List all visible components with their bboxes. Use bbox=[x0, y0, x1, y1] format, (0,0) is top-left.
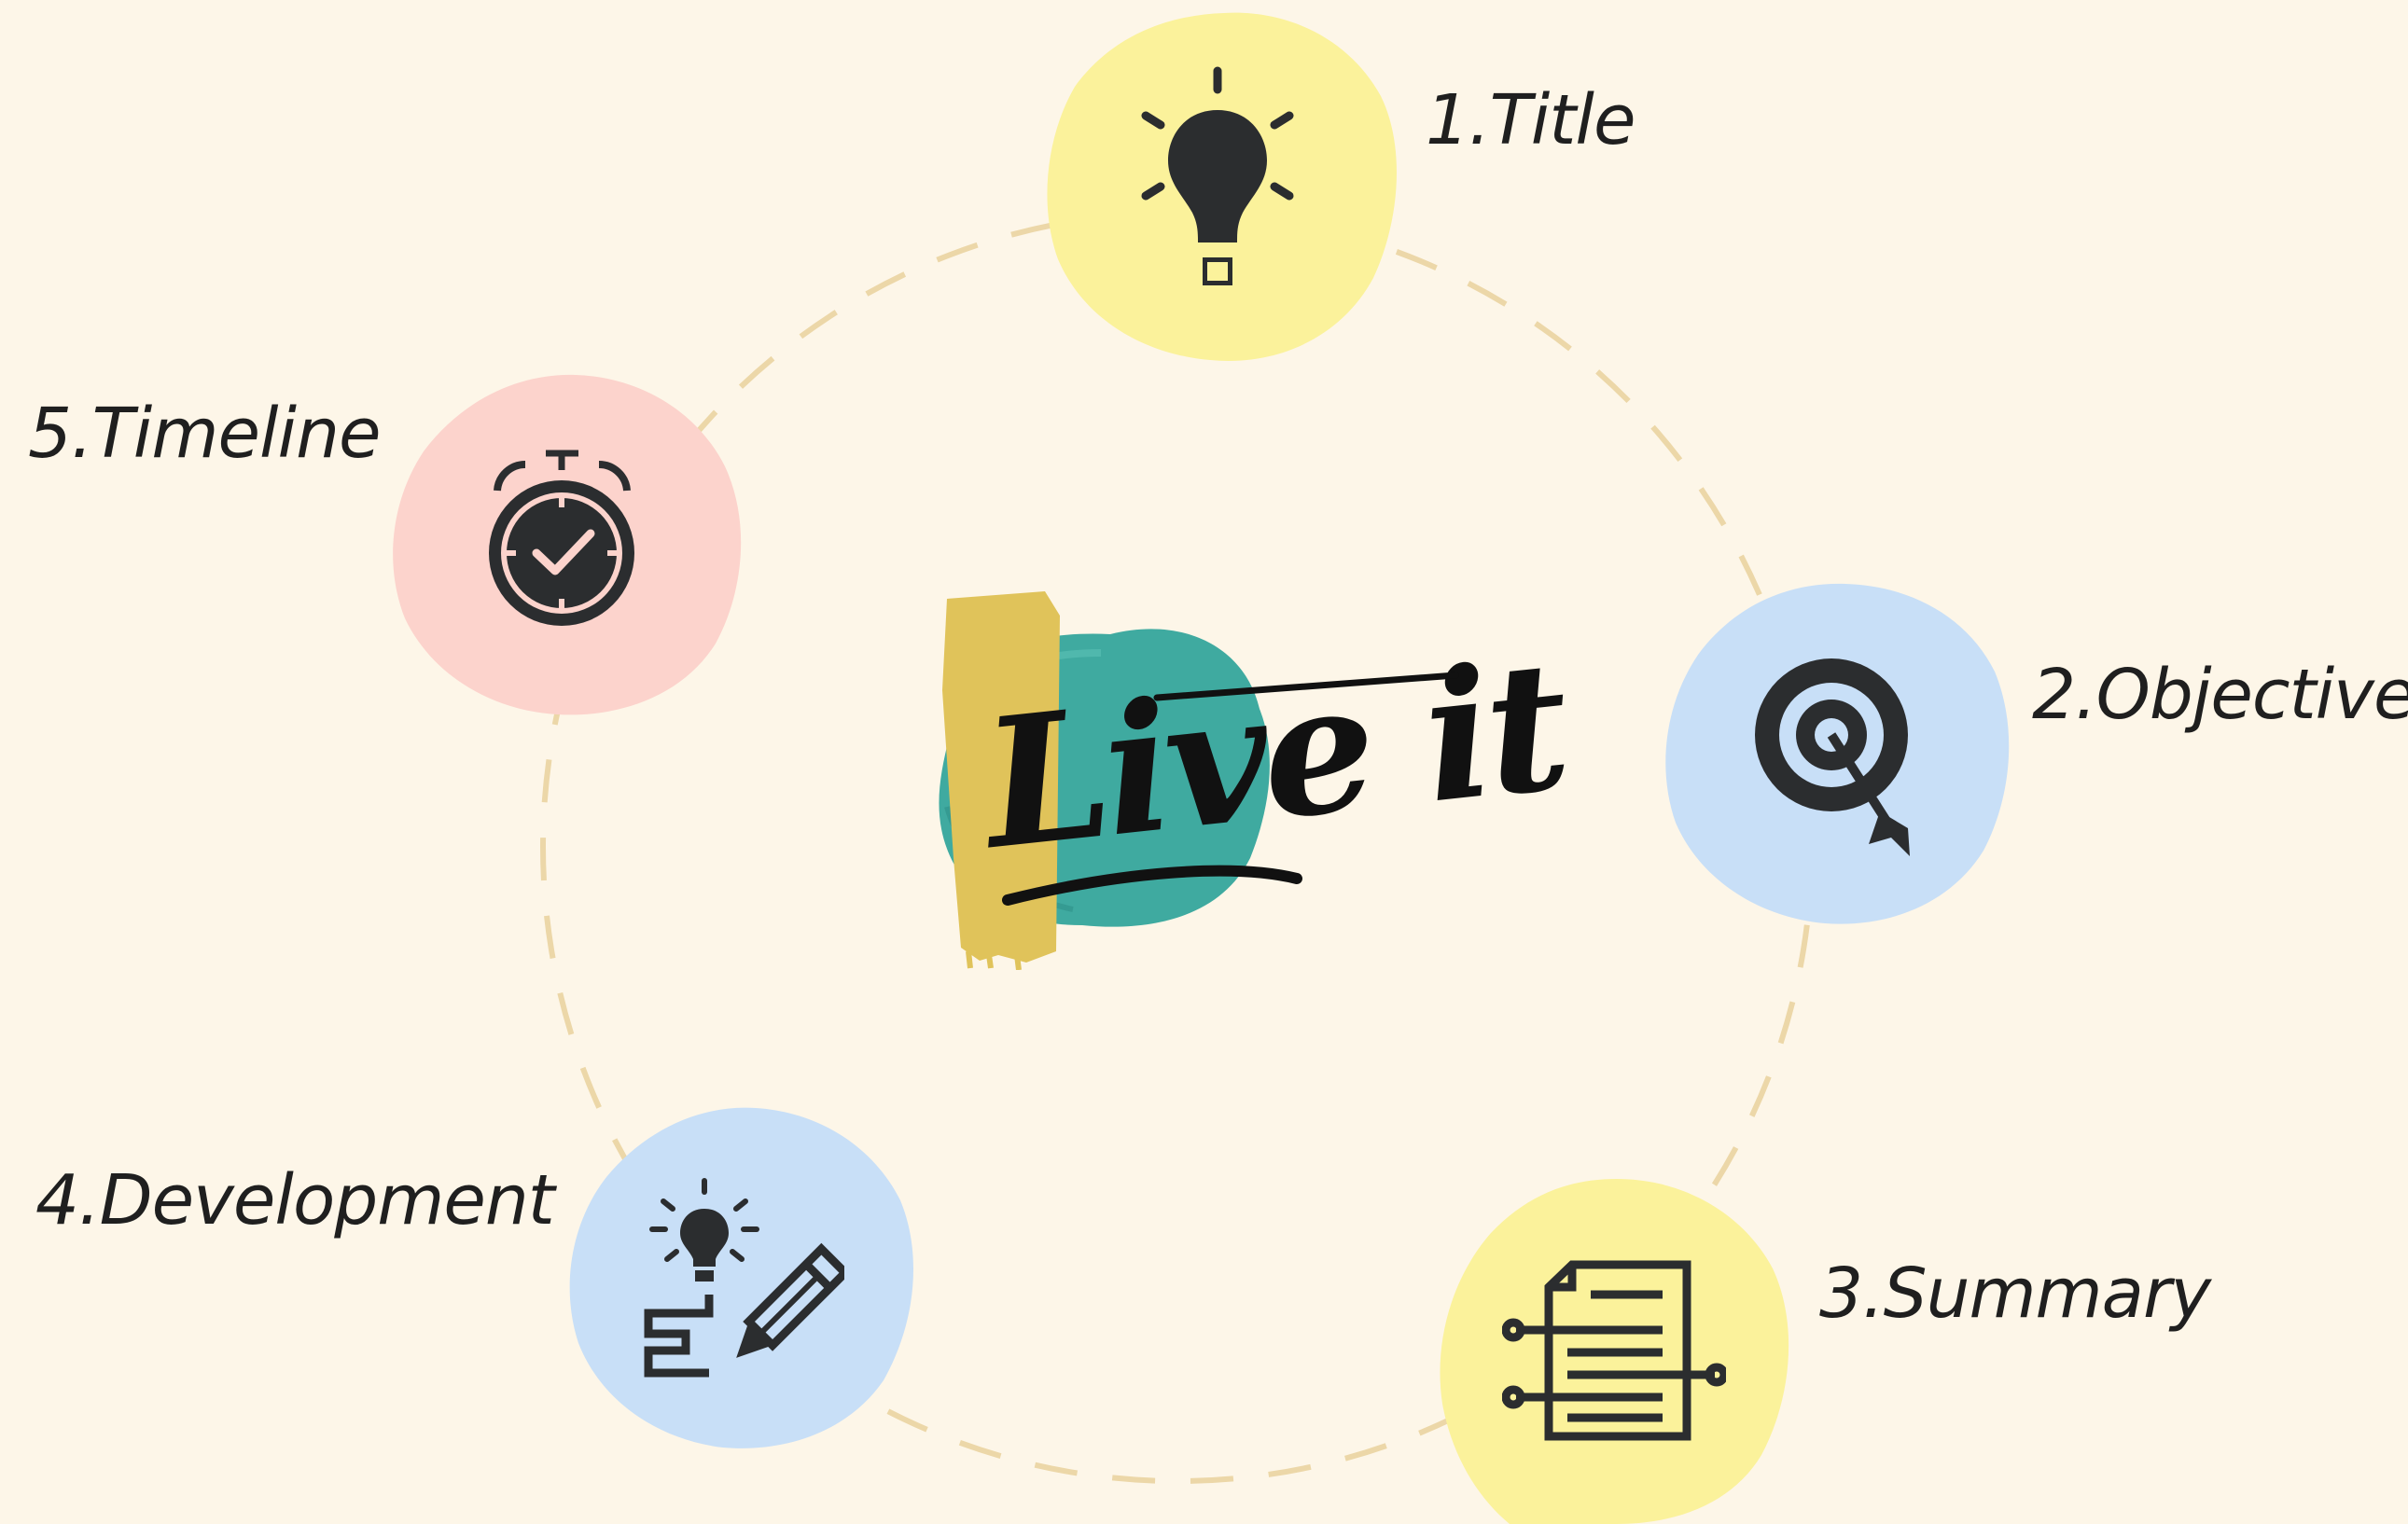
step-objective-label: 2.Objective bbox=[2032, 655, 2408, 735]
center-logo: Live it bbox=[877, 578, 1573, 970]
document-icon bbox=[1502, 1260, 1726, 1441]
idea-pencil-icon bbox=[644, 1178, 844, 1378]
step-title-label: 1.Title bbox=[1426, 80, 1635, 160]
step-summary-label: 3.Summary bbox=[1819, 1254, 2211, 1334]
step-development-label: 4.Development bbox=[35, 1160, 555, 1240]
center-underline bbox=[1002, 672, 1459, 906]
lightbulb-icon bbox=[1141, 66, 1294, 285]
target-icon bbox=[1755, 658, 1910, 856]
stopwatch-icon bbox=[489, 450, 634, 626]
step-development-blob bbox=[569, 1107, 913, 1448]
step-timeline-label: 5.Timeline bbox=[28, 394, 382, 474]
paint-splash bbox=[939, 591, 1270, 970]
